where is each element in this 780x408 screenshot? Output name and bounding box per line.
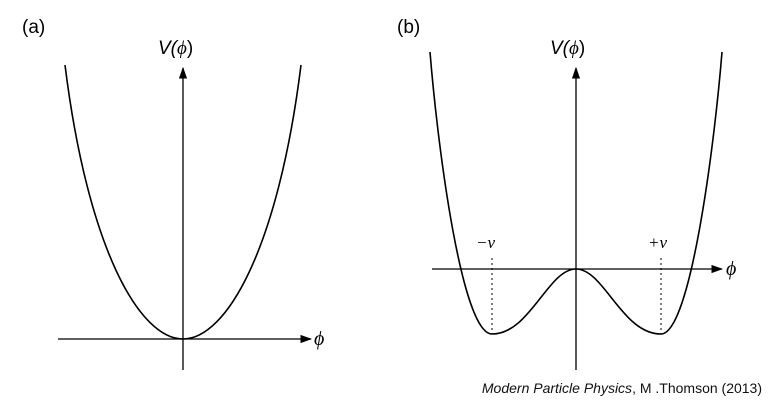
panel-b-y-axis-label: V(ϕ) [550,38,585,59]
panel-b-x-axis-label: ϕ [726,258,736,280]
panel-b-potential-curve [429,51,723,335]
panel-a-potential-curve [64,64,302,340]
panel-a: (a) V(ϕ) ϕ [22,17,324,370]
caption-book-title: Modern Particle Physics [481,380,633,396]
panel-b: (b) V(ϕ) ϕ −v +v [397,17,736,370]
panel-a-x-axis-label: ϕ [314,328,324,350]
panel-a-y-axis-label: V(ϕ) [158,38,193,59]
figure-caption: Modern Particle Physics, M .Thomson (201… [482,380,762,396]
panel-b-label: (b) [397,17,420,38]
minimum-left-label: −v [476,233,495,252]
minimum-right-label: +v [648,233,667,252]
caption-author-year: , M .Thomson (2013) [632,380,762,396]
panel-a-label: (a) [22,17,45,38]
